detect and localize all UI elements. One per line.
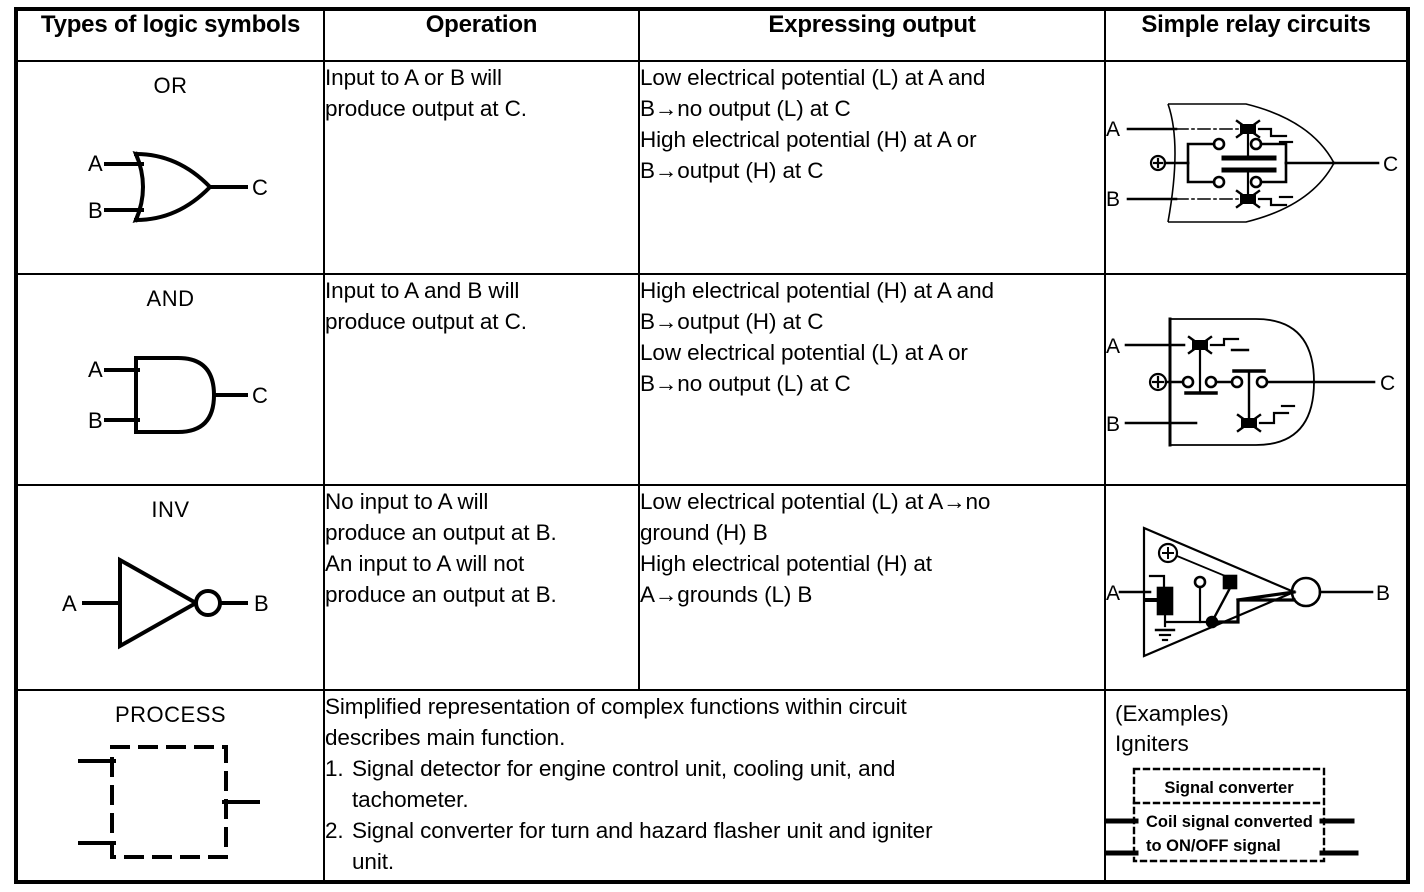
symbol-name-or: OR bbox=[153, 73, 188, 98]
header-expressing-output: Expressing output bbox=[638, 8, 1106, 62]
table-row-process: PROCESS bbox=[15, 689, 1409, 883]
inv-relay-input-a-label: A bbox=[1106, 582, 1120, 605]
inv-relay-output-b-label: B bbox=[1376, 582, 1390, 605]
symbol-name-process: PROCESS bbox=[114, 702, 227, 727]
output-line: Low electrical potential (L) at A→no bbox=[640, 489, 991, 514]
or-input-b-label: B bbox=[88, 198, 103, 223]
and-output-c-label: C bbox=[252, 383, 268, 408]
signal-converter-body-line: to ON/OFF signal bbox=[1146, 837, 1281, 855]
header-operation: Operation bbox=[323, 8, 640, 62]
operation-line: No input to A will bbox=[325, 489, 489, 514]
and-relay-input-b-label: B bbox=[1106, 413, 1120, 436]
output-line: ground (H) B bbox=[640, 520, 768, 545]
inv-relay-circuit-diagram: A B bbox=[1106, 512, 1406, 677]
list-item-line: tachometer. bbox=[352, 787, 469, 812]
relay-cell-and: A B C bbox=[1104, 273, 1409, 486]
output-cell-and: High electrical potential (H) at A and B… bbox=[638, 273, 1106, 486]
output-line: High electrical potential (H) at A or bbox=[640, 127, 977, 152]
operation-cell-and: Input to A and B will produce output at … bbox=[323, 273, 640, 486]
relay-examples-heading: (Examples) Igniters bbox=[1106, 691, 1406, 759]
operation-line: describes main function. bbox=[325, 725, 566, 750]
symbol-cell-or: OR bbox=[15, 60, 325, 275]
operation-line: An input to A will not bbox=[325, 551, 525, 576]
symbol-name-inv: INV bbox=[151, 497, 190, 522]
or-relay-circuit-diagram: A B C bbox=[1106, 84, 1406, 249]
and-input-a-label: A bbox=[88, 357, 103, 382]
or-output-c-label: C bbox=[252, 175, 268, 200]
process-block-symbol-icon bbox=[18, 731, 323, 876]
inv-input-a-label: A bbox=[62, 591, 77, 616]
and-relay-input-a-label: A bbox=[1106, 335, 1120, 358]
operation-line: produce an output at B. bbox=[325, 582, 557, 607]
signal-converter-block-diagram: Signal converter Coil signal converted t… bbox=[1105, 763, 1406, 878]
header-types-of-logic-symbols: Types of logic symbols bbox=[15, 8, 325, 62]
relay-cell-or: A B C bbox=[1104, 60, 1409, 275]
operation-cell-or: Input to A or B will produce output at C… bbox=[323, 60, 640, 275]
operation-line: Simplified representation of complex fun… bbox=[325, 694, 907, 719]
relay-cell-inv: A B bbox=[1104, 484, 1409, 691]
or-relay-output-c-label: C bbox=[1383, 153, 1398, 176]
symbol-name-and: AND bbox=[146, 286, 195, 311]
examples-label: (Examples) bbox=[1115, 701, 1229, 726]
and-input-b-label: B bbox=[88, 408, 103, 433]
list-item-line: Signal detector for engine control unit,… bbox=[352, 756, 896, 781]
list-item-number: 2. bbox=[325, 818, 344, 843]
or-relay-input-b-label: B bbox=[1106, 188, 1120, 211]
output-line: Low electrical potential (L) at A or bbox=[640, 340, 968, 365]
table-header-row: Types of logic symbols Operation Express… bbox=[15, 8, 1409, 62]
output-line: B→output (H) at C bbox=[640, 309, 824, 334]
header-simple-relay-circuits: Simple relay circuits bbox=[1104, 8, 1409, 62]
relay-cell-process: (Examples) Igniters bbox=[1104, 689, 1409, 883]
inverter-gate-symbol-icon: A B bbox=[18, 528, 323, 683]
operation-line: produce output at C. bbox=[325, 96, 527, 121]
and-relay-output-c-label: C bbox=[1380, 372, 1395, 395]
operation-cell-process: Simplified representation of complex fun… bbox=[323, 689, 1106, 883]
output-cell-inv: Low electrical potential (L) at A→no gro… bbox=[638, 484, 1106, 691]
operation-line: Input to A or B will bbox=[325, 65, 502, 90]
output-line: B→no output (L) at C bbox=[640, 96, 851, 121]
operation-cell-inv: No input to A will produce an output at … bbox=[323, 484, 640, 691]
operation-line: produce an output at B. bbox=[325, 520, 557, 545]
and-relay-circuit-diagram: A B C bbox=[1106, 305, 1406, 465]
output-line: B→no output (L) at C bbox=[640, 371, 851, 396]
or-input-a-label: A bbox=[88, 151, 103, 176]
signal-converter-title: Signal converter bbox=[1164, 779, 1294, 797]
operation-line: Input to A and B will bbox=[325, 278, 520, 303]
or-relay-input-a-label: A bbox=[1106, 118, 1120, 141]
list-item-line: unit. bbox=[352, 849, 395, 874]
symbol-cell-process: PROCESS bbox=[15, 689, 325, 883]
process-numbered-list: 1. Signal detector for engine control un… bbox=[325, 753, 1104, 877]
output-line: Low electrical potential (L) at A and bbox=[640, 65, 986, 90]
output-line: High electrical potential (H) at A and bbox=[640, 278, 994, 303]
logic-symbols-table: Types of logic symbols Operation Express… bbox=[14, 7, 1410, 884]
table-row-inv: INV A B bbox=[15, 484, 1409, 691]
list-item: 1. Signal detector for engine control un… bbox=[325, 753, 1104, 815]
symbol-cell-and: AND A B C bbox=[15, 273, 325, 486]
symbol-cell-inv: INV A B bbox=[15, 484, 325, 691]
and-gate-symbol-icon: A B C bbox=[18, 320, 323, 475]
igniters-label: Igniters bbox=[1115, 731, 1189, 756]
table-row-and: AND A B C bbox=[15, 273, 1409, 486]
output-line: High electrical potential (H) at bbox=[640, 551, 932, 576]
inv-output-b-label: B bbox=[254, 591, 269, 616]
list-item-line: Signal converter for turn and hazard fla… bbox=[352, 818, 933, 843]
output-line: A→grounds (L) B bbox=[640, 582, 813, 607]
operation-line: produce output at C. bbox=[325, 309, 527, 334]
output-line: B→output (H) at C bbox=[640, 158, 824, 183]
signal-converter-body-line: Coil signal converted bbox=[1146, 813, 1313, 831]
list-item-number: 1. bbox=[325, 756, 344, 781]
table-row-or: OR bbox=[15, 60, 1409, 275]
list-item: 2. Signal converter for turn and hazard … bbox=[325, 815, 1104, 877]
output-cell-or: Low electrical potential (L) at A and B→… bbox=[638, 60, 1106, 275]
or-gate-symbol-icon: A B C bbox=[18, 112, 323, 267]
